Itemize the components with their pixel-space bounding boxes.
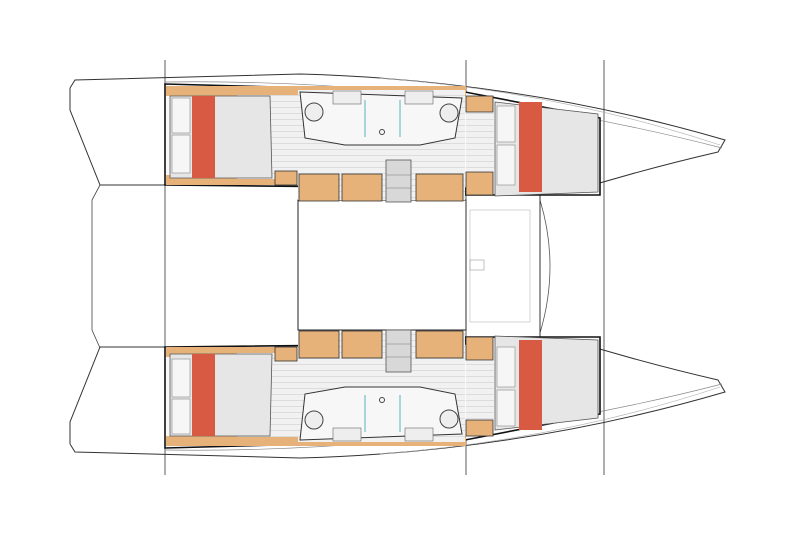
aft-cockpit-outline — [91, 184, 101, 349]
forward-deck-hatch — [469, 209, 531, 323]
saloon-area — [297, 199, 467, 331]
bow-trampoline-line — [539, 199, 551, 334]
helm-seat — [469, 259, 485, 271]
bridge-deck — [91, 60, 605, 475]
